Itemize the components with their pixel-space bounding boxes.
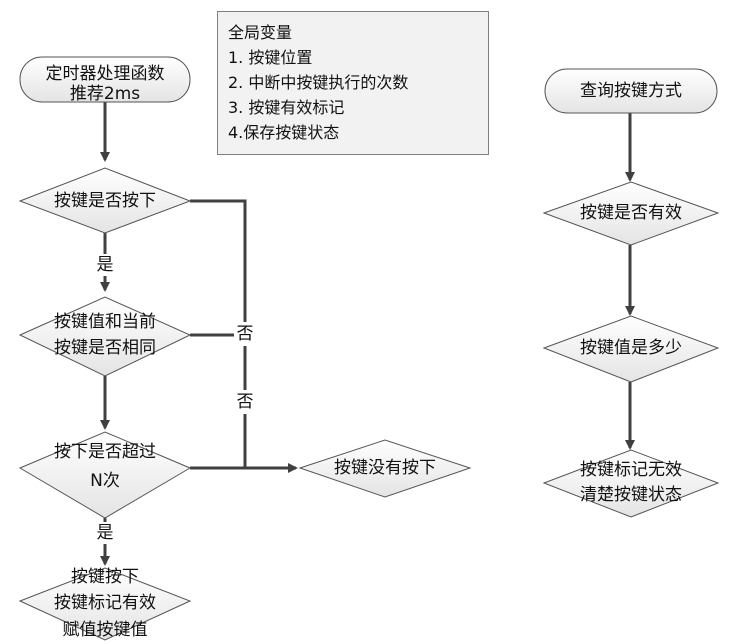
decision-key-same-line1: 按键值和当前 bbox=[54, 312, 156, 332]
decision-over-n-line2: N次 bbox=[90, 471, 120, 491]
note-item: 4.保存按键状态 bbox=[228, 123, 340, 142]
decision-key-value-label: 按键值是多少 bbox=[580, 338, 682, 358]
decision-key-pressed bbox=[18, 167, 192, 234]
node-end-line1: 按键按下 bbox=[71, 567, 139, 587]
decision-key-same-line2: 按键是否相同 bbox=[54, 338, 156, 358]
yes-label-3: 是 bbox=[97, 523, 114, 543]
node-not-pressed bbox=[298, 439, 472, 498]
no-label-bg-1 bbox=[234, 322, 256, 346]
node-start-timer-line2: 推荐2ms bbox=[70, 84, 140, 104]
node-not-pressed-label: 按键没有按下 bbox=[334, 458, 436, 478]
decision-over-n bbox=[18, 431, 192, 519]
yes-label-bg-1 bbox=[93, 254, 117, 276]
node-start-timer-line1: 定时器处理函数 bbox=[46, 64, 165, 84]
node-query-start-label: 查询按键方式 bbox=[580, 81, 682, 101]
node-clear-state bbox=[542, 449, 720, 518]
no-label-1: 否 bbox=[237, 324, 254, 344]
node-start-timer bbox=[19, 56, 191, 103]
decision-key-valid bbox=[542, 181, 720, 246]
node-end-line3: 赋值按键值 bbox=[63, 620, 148, 640]
node-query-start bbox=[544, 68, 718, 114]
global-variables-note: 全局变量 1. 按键位置 2. 中断中按键执行的次数 3. 按键有效标记 4.保… bbox=[217, 11, 489, 155]
note-item: 1. 按键位置 bbox=[228, 48, 313, 67]
decision-key-valid-label: 按键是否有效 bbox=[580, 203, 682, 223]
left-connectors bbox=[100, 102, 298, 566]
note-item: 2. 中断中按键执行的次数 bbox=[228, 73, 409, 92]
yes-label-1: 是 bbox=[97, 255, 114, 275]
yes-label-bg-3 bbox=[93, 522, 117, 544]
no-label-bg-2 bbox=[234, 390, 256, 414]
decision-over-n-line1: 按下是否超过 bbox=[54, 442, 156, 462]
note-title: 全局变量 bbox=[228, 23, 293, 42]
no-label-2: 否 bbox=[237, 392, 254, 412]
connector-d1-no bbox=[190, 199, 247, 468]
decision-key-same bbox=[18, 296, 192, 377]
node-clear-state-line2: 清楚按键状态 bbox=[580, 485, 682, 505]
node-end-line2: 按键标记有效 bbox=[54, 593, 156, 613]
decision-key-pressed-label: 按键是否按下 bbox=[54, 191, 156, 211]
decision-key-value bbox=[542, 315, 720, 383]
node-key-pressed-end bbox=[18, 567, 192, 641]
node-clear-state-line1: 按键标记无效 bbox=[580, 460, 682, 480]
note-item: 3. 按键有效标记 bbox=[228, 98, 345, 117]
